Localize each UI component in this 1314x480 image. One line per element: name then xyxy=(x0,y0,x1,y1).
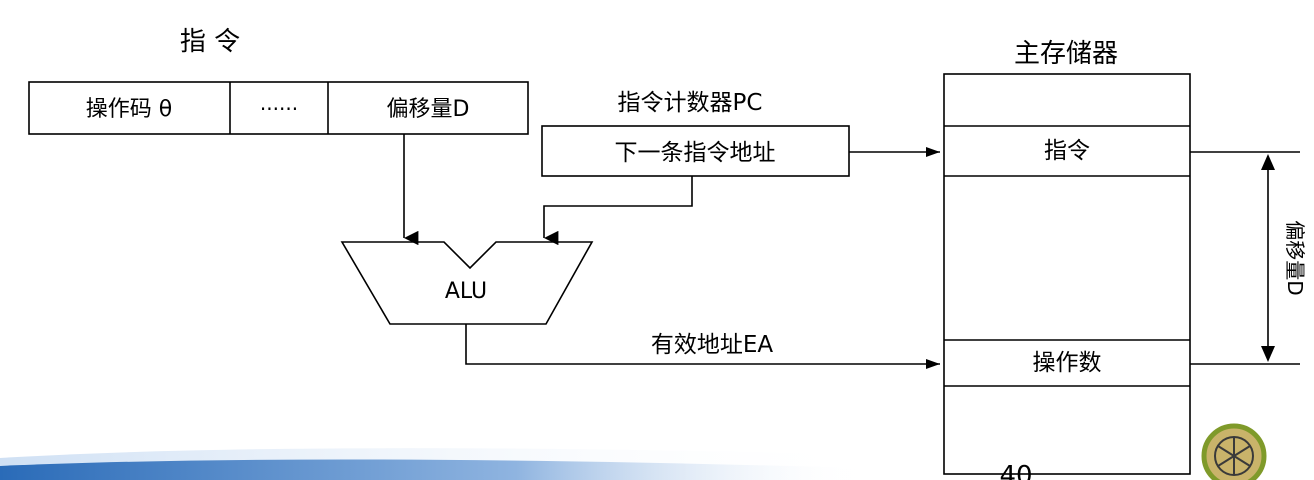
instruction-format: 操作码 θ ······ 偏移量D xyxy=(28,81,529,135)
alu-label: ALU xyxy=(445,279,487,304)
instruction-title: 指 令 xyxy=(180,27,240,57)
alu: ALU xyxy=(340,241,594,325)
offset-dimension: 偏移量D xyxy=(1190,151,1307,365)
logo-icon xyxy=(1201,423,1267,480)
ellipsis-field: ······ xyxy=(260,97,298,121)
pc-register: 下一条指令地址 xyxy=(541,125,850,177)
offset-field: 偏移量D xyxy=(387,97,470,122)
opcode-field: 操作码 θ xyxy=(86,97,172,122)
pc-to-alu-arrow xyxy=(543,176,693,246)
pc-title: 指令计数器PC xyxy=(618,90,763,116)
decorative-band xyxy=(0,448,880,480)
memory-cell-instruction: 指令 xyxy=(1044,138,1090,164)
ea-to-memory-arrow xyxy=(465,324,940,365)
ea-label: 有效地址EA xyxy=(651,332,774,358)
memory-title: 主存储器 xyxy=(1014,39,1118,69)
memory-cell-operand: 操作数 xyxy=(1033,350,1102,376)
page-number: 40 xyxy=(999,461,1032,480)
main-memory: 指令 操作数 xyxy=(943,73,1191,475)
pc-value: 下一条指令地址 xyxy=(615,140,776,166)
offset-dimension-label: 偏移量D xyxy=(1283,220,1307,295)
